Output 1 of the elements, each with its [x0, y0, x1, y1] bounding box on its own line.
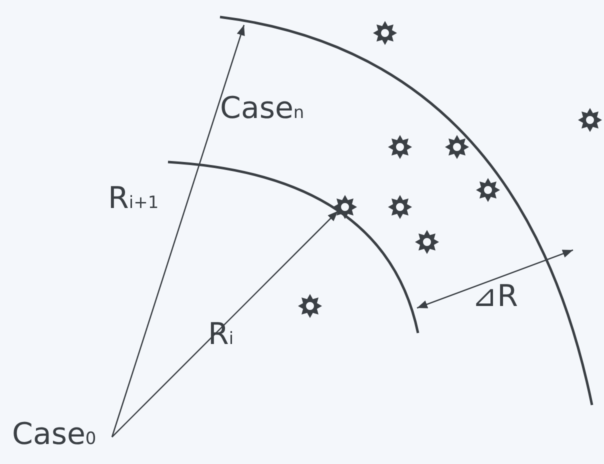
- dimension-label: ⊿R: [472, 280, 518, 314]
